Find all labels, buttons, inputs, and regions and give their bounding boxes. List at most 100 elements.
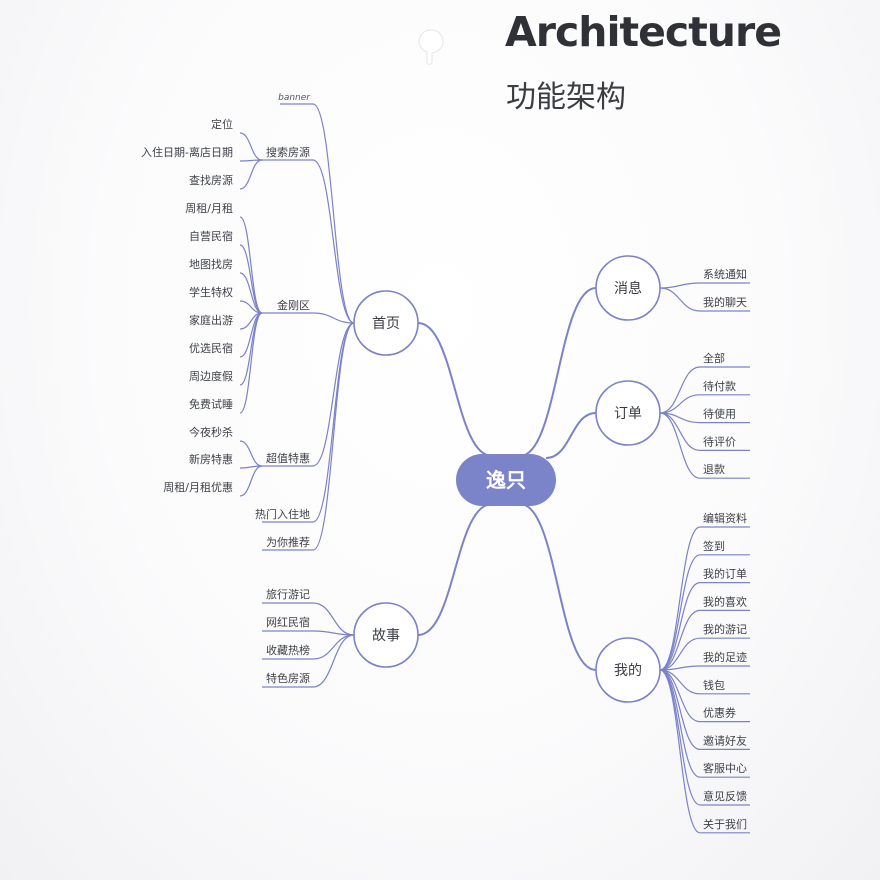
root-node[interactable]: 逸只 [456, 454, 556, 506]
edge-mine-child-11 [659, 669, 701, 834]
root-label: 逸只 [486, 468, 526, 492]
edge-story-child-3 [312, 634, 355, 688]
story-item: 收藏热榜 [266, 643, 310, 657]
home-banner-label: banner [278, 93, 311, 103]
home-search-label: 搜索房源 [266, 145, 310, 159]
mine-item: 我的订单 [703, 567, 747, 581]
page-title: Architecture [505, 8, 782, 56]
edge-home-deals [312, 322, 355, 467]
home-kingkong-item: 优选民宿 [189, 341, 233, 355]
node-home-circle [353, 290, 419, 356]
home-kingkong-item: 免费试睡 [189, 397, 233, 411]
mine-item: 我的喜欢 [703, 594, 747, 608]
edge-home-search-child-0 [239, 132, 263, 161]
edge-home-hot [312, 322, 355, 523]
edge-mine-child-0 [659, 526, 701, 671]
edge-story-child-1 [312, 630, 355, 636]
edge-order-child-1 [659, 394, 701, 414]
edge-mine-child-9 [659, 669, 701, 778]
node-story[interactable]: 故事 [353, 602, 419, 668]
home-kingkong-label: 金刚区 [277, 298, 310, 312]
node-mine-label: 我的 [614, 663, 642, 679]
home-search-item: 查找房源 [189, 173, 233, 187]
edge-mine-child-10 [659, 669, 701, 806]
node-mine[interactable]: 我的 [595, 637, 661, 703]
node-order-label: 订单 [614, 406, 642, 422]
order-item: 待付款 [703, 379, 736, 393]
home-search-item: 入住日期-离店日期 [141, 145, 233, 159]
edge-mine-child-3 [659, 609, 701, 671]
mine-item: 我的游记 [703, 622, 747, 636]
mind-map-edges [239, 103, 750, 834]
edge-root-message [519, 287, 597, 457]
order-item: 退款 [703, 462, 725, 476]
edge-mine-child-1 [659, 554, 701, 671]
mine-item: 客服中心 [703, 761, 747, 775]
edge-message-child-1 [659, 287, 701, 312]
edge-mine-child-4 [659, 637, 701, 671]
mine-item: 意见反馈 [703, 789, 747, 803]
mine-item: 优惠券 [703, 706, 736, 720]
edge-home-search-child-2 [239, 159, 263, 190]
node-home[interactable]: 首页 [353, 290, 419, 356]
edge-mine-child-7 [659, 669, 701, 723]
logo-drop-icon [418, 29, 444, 65]
mine-item: 编辑资料 [703, 511, 747, 525]
story-item: 旅行游记 [266, 587, 310, 601]
edge-story-child-2 [312, 634, 355, 660]
node-message[interactable]: 消息 [595, 255, 661, 321]
node-order-circle [595, 380, 661, 446]
mind-map-nodes: 系统通知我的聊天全部待付款待使用待评价退款编辑资料签到我的订单我的喜欢我的游记我… [141, 93, 747, 831]
order-item: 待使用 [703, 407, 736, 421]
edge-home-search [312, 159, 355, 324]
edge-root-order [545, 412, 597, 459]
edge-order-child-4 [659, 412, 701, 479]
page-subtitle: 功能架构 [506, 80, 626, 115]
edge-home-kingkong-child-1 [239, 244, 263, 314]
edge-home-kingkong-child-7 [239, 312, 263, 414]
mine-item: 我的足迹 [703, 650, 747, 664]
home-deals-item: 今夜秒杀 [189, 425, 233, 439]
mine-item: 关于我们 [703, 817, 747, 831]
edge-home-kingkong-child-2 [239, 272, 263, 314]
home-kingkong-item: 家庭出游 [189, 313, 233, 327]
mine-item: 钱包 [703, 678, 725, 692]
home-deals-item: 周租/月租优惠 [163, 480, 233, 494]
home-kingkong-item: 地图找房 [189, 257, 233, 271]
home-kingkong-item: 自营民宿 [189, 229, 233, 243]
edge-home-kingkong-child-3 [239, 300, 263, 314]
node-message-label: 消息 [614, 280, 642, 297]
node-mine-circle [595, 637, 661, 703]
edge-home-kingkong-child-6 [239, 312, 263, 386]
mine-item: 签到 [703, 539, 725, 553]
message-item: 我的聊天 [703, 295, 747, 309]
home-kingkong-item: 周边度假 [189, 369, 233, 383]
edge-home-deals-child-0 [239, 440, 263, 467]
home-kingkong-item: 学生特权 [189, 285, 233, 299]
edge-order-child-0 [659, 366, 701, 414]
root-pill [456, 454, 556, 506]
story-item: 特色房源 [266, 671, 310, 685]
order-item: 待评价 [703, 434, 736, 448]
edge-story-child-0 [312, 602, 355, 636]
home-deals-label: 超值特惠 [266, 451, 310, 465]
edge-home-recommend [312, 322, 355, 551]
edge-home-kingkong-child-0 [239, 216, 263, 314]
edge-root-story [417, 503, 493, 636]
home-deals-item: 新房特惠 [189, 452, 233, 466]
mine-item: 邀请好友 [703, 733, 747, 747]
edge-root-home [417, 322, 493, 457]
edge-mine-child-2 [659, 582, 701, 671]
home-hot-label: 热门入住地 [255, 507, 310, 521]
home-search-item: 定位 [211, 117, 233, 131]
story-item: 网红民宿 [266, 615, 310, 629]
edge-root-mine [519, 503, 597, 671]
node-story-label: 故事 [372, 628, 400, 644]
node-order[interactable]: 订单 [595, 380, 661, 446]
node-home-label: 首页 [372, 316, 400, 332]
node-message-circle [595, 255, 661, 321]
node-story-circle [353, 602, 419, 668]
home-recommend-label: 为你推荐 [266, 535, 310, 549]
message-item: 系统通知 [703, 267, 747, 281]
